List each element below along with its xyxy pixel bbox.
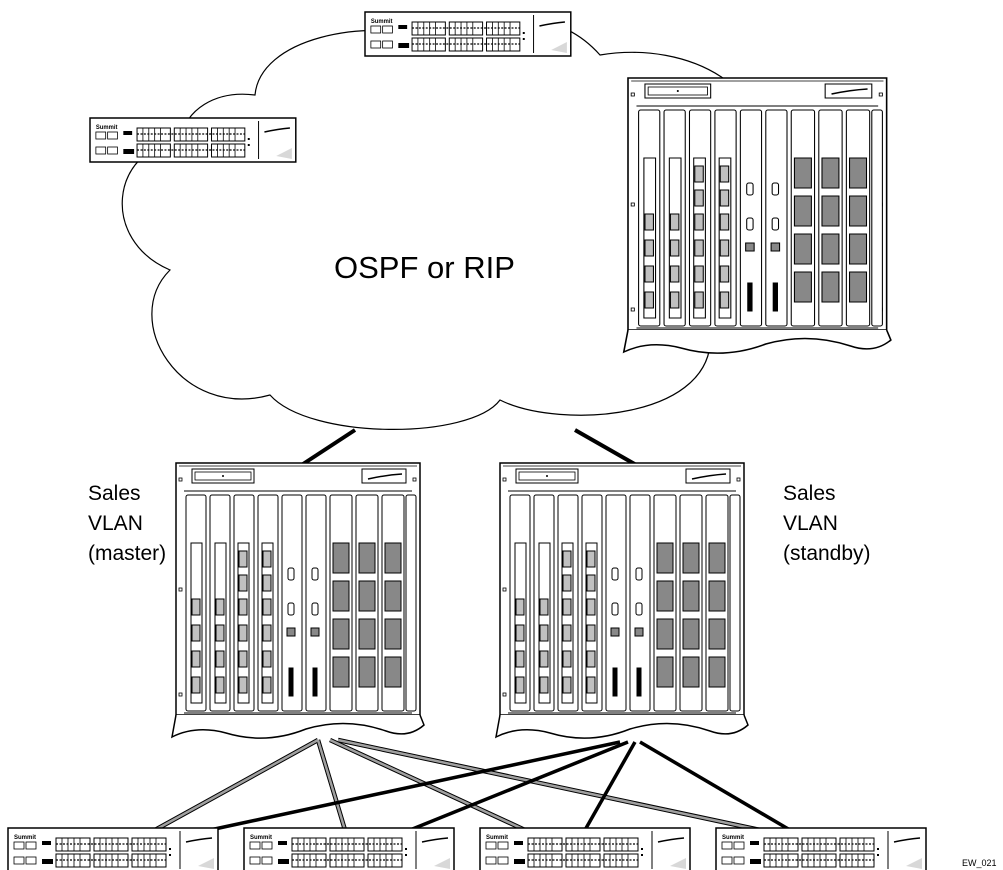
edge-summit-1 xyxy=(7,827,219,870)
standby-link-edge-4 xyxy=(639,740,791,832)
svg-text:Sales VLAN (master): Sales VLAN (master) xyxy=(88,482,166,565)
standby-label-line-2: VLAN xyxy=(783,512,838,535)
master-label-line-1: Sales xyxy=(88,482,141,505)
edge-links xyxy=(153,737,791,833)
figure-id: EW_021 xyxy=(962,858,997,868)
standby-link-edge-2 xyxy=(409,740,629,832)
core-chassis xyxy=(622,77,892,354)
standby-chassis xyxy=(495,462,749,739)
core-summit-top xyxy=(364,11,572,57)
standby-link-edge-3 xyxy=(583,741,637,831)
standby-label-line-1: Sales xyxy=(783,482,836,505)
master-label-line-2: VLAN xyxy=(88,512,143,535)
uplink-standby xyxy=(574,428,639,468)
standby-label-line-3: (standby) xyxy=(783,542,871,565)
cloud-label: OSPF or RIP xyxy=(334,250,515,285)
core-summit-left xyxy=(89,117,297,163)
master-chassis xyxy=(171,462,425,739)
uplink-lines xyxy=(298,428,639,468)
uplink-master xyxy=(298,428,357,468)
master-label-line-3: (master) xyxy=(88,542,166,565)
standby-link-edge-1 xyxy=(209,740,621,832)
edge-summit-3 xyxy=(479,827,691,870)
edge-summit-2 xyxy=(243,827,455,870)
svg-text:Sales VLAN (standby): Sales VLAN (standby) xyxy=(783,482,871,565)
edge-summit-4 xyxy=(715,827,927,870)
